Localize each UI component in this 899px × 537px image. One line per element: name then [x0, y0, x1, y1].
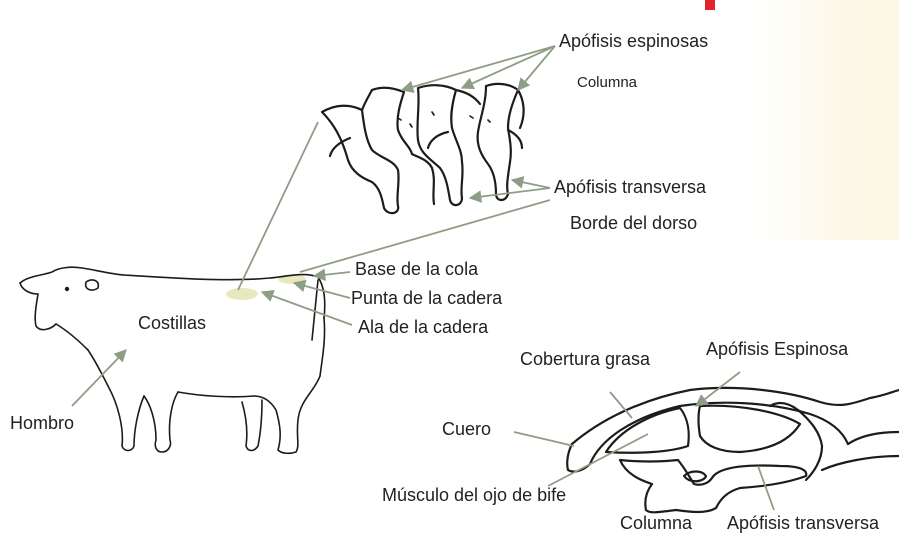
label-cuero: Cuero — [442, 420, 491, 438]
label-columna-top: Columna — [577, 75, 637, 90]
label-cobertura-grasa: Cobertura grasa — [520, 350, 650, 368]
label-borde-del-dorso: Borde del dorso — [570, 214, 697, 232]
hip-highlight — [226, 288, 258, 300]
label-musculo-ojo-de-bife: Músculo del ojo de bife — [382, 486, 566, 504]
label-base-de-la-cola: Base de la cola — [355, 260, 478, 278]
label-hombro: Hombro — [10, 414, 74, 432]
vertebrae-drawing — [322, 84, 524, 213]
label-ala-de-la-cadera: Ala de la cadera — [358, 318, 488, 336]
label-apofisis-espinosas: Apófisis espinosas — [559, 32, 708, 50]
label-punta-de-la-cadera: Punta de la cadera — [351, 289, 502, 307]
label-apofisis-transversa-bottom: Apófisis transversa — [727, 514, 879, 532]
label-costillas: Costillas — [138, 314, 206, 332]
label-apofisis-espinosa: Apófisis Espinosa — [706, 340, 848, 358]
label-columna-bottom: Columna — [620, 514, 692, 532]
label-apofisis-transversa-top: Apófisis transversa — [554, 178, 706, 196]
